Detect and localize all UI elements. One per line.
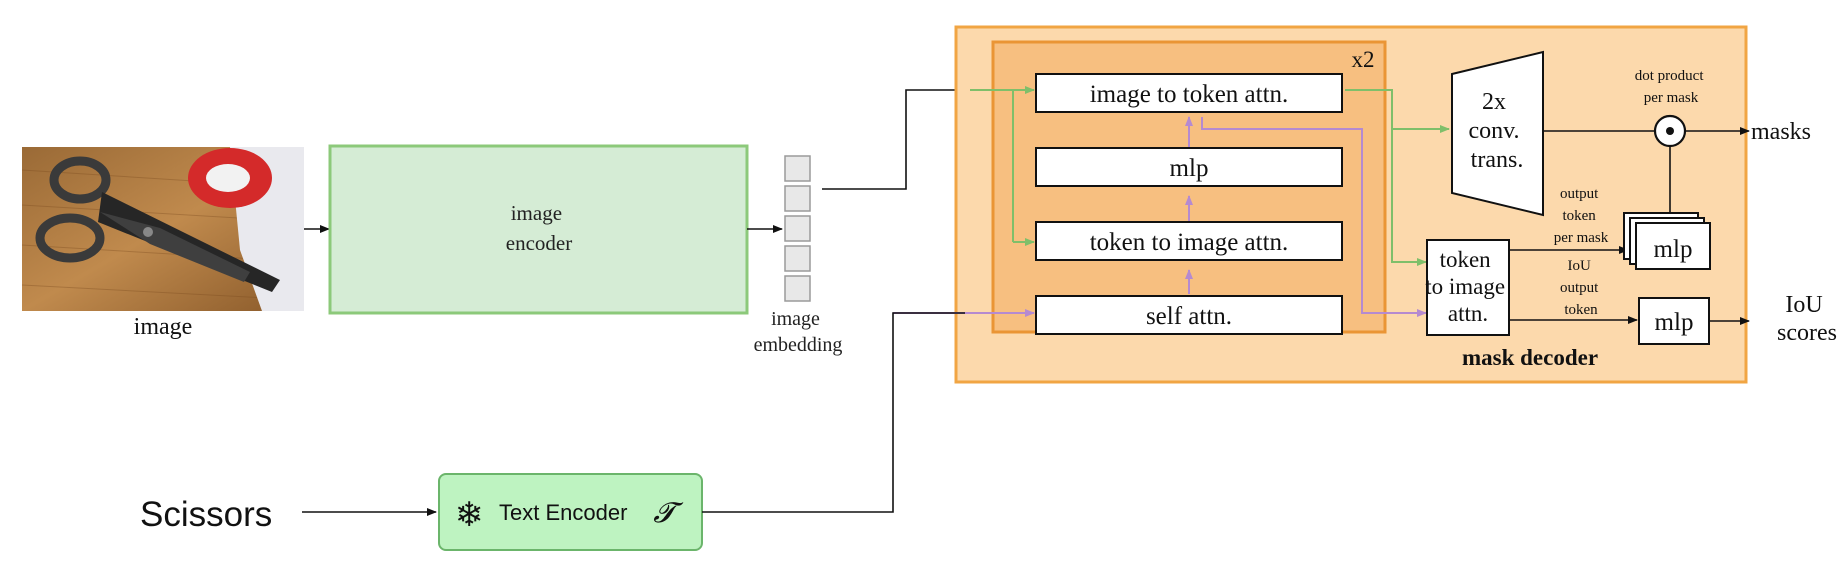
image-encoder-box <box>328 144 749 315</box>
block-image-to-token: image to token attn. <box>1035 73 1343 113</box>
svg-text:mlp: mlp <box>1654 236 1693 263</box>
iou-output-token-label: IoU output token <box>1560 258 1602 318</box>
svg-text:token to image att: token to image attn. <box>1425 247 1511 326</box>
mask-decoder-label: mask decoder <box>1462 345 1598 370</box>
block-mlp: mlp <box>1035 147 1343 187</box>
masks-label: masks <box>1751 119 1811 145</box>
svg-text:self attn.: self attn. <box>1146 303 1232 330</box>
line-embedding-to-decoder <box>822 89 970 190</box>
prompt-text: Scissors <box>140 495 272 534</box>
text-encoder-label: Text Encoder <box>499 500 627 525</box>
image-encoder-label: image encoder <box>506 201 572 255</box>
scissors-shape <box>35 156 280 292</box>
snowflake-icon: ❄ <box>455 496 484 534</box>
token-to-image-right-block: token to image attn. <box>1425 239 1511 336</box>
block-token-to-image: token to image attn. <box>1035 221 1343 261</box>
conv-trans-block: 2x conv. trans. <box>1451 50 1544 217</box>
iou-scores-label: IoU scores <box>1777 292 1837 346</box>
image-label: image <box>134 314 193 340</box>
image-embedding-stack <box>784 155 811 302</box>
image-embedding-label: image embedding <box>754 308 843 356</box>
dot-product-label: dot product per mask <box>1635 68 1708 106</box>
svg-text:mlp: mlp <box>1655 309 1694 336</box>
input-image <box>21 147 305 311</box>
svg-text:mlp: mlp <box>1170 155 1209 182</box>
block-self-attn: self attn. <box>1035 295 1343 335</box>
repeat-x2-label: x2 <box>1352 47 1375 72</box>
svg-text:image to token attn.: image to token attn. <box>1090 81 1289 108</box>
svg-text:token to image attn.: token to image attn. <box>1090 229 1289 256</box>
mlp-iou: mlp <box>1638 297 1710 345</box>
output-token-per-mask-label: output token per mask <box>1554 186 1609 246</box>
mlp-stack: mlp <box>1623 212 1711 270</box>
line-text-encoder-to-decoder <box>702 312 965 513</box>
text-encoder-box: ❄ Text Encoder 𝓣 <box>438 473 703 551</box>
svg-text:2x conv. trans.: 2x conv. trans. <box>1468 89 1525 173</box>
green-image-routing <box>970 86 1450 266</box>
